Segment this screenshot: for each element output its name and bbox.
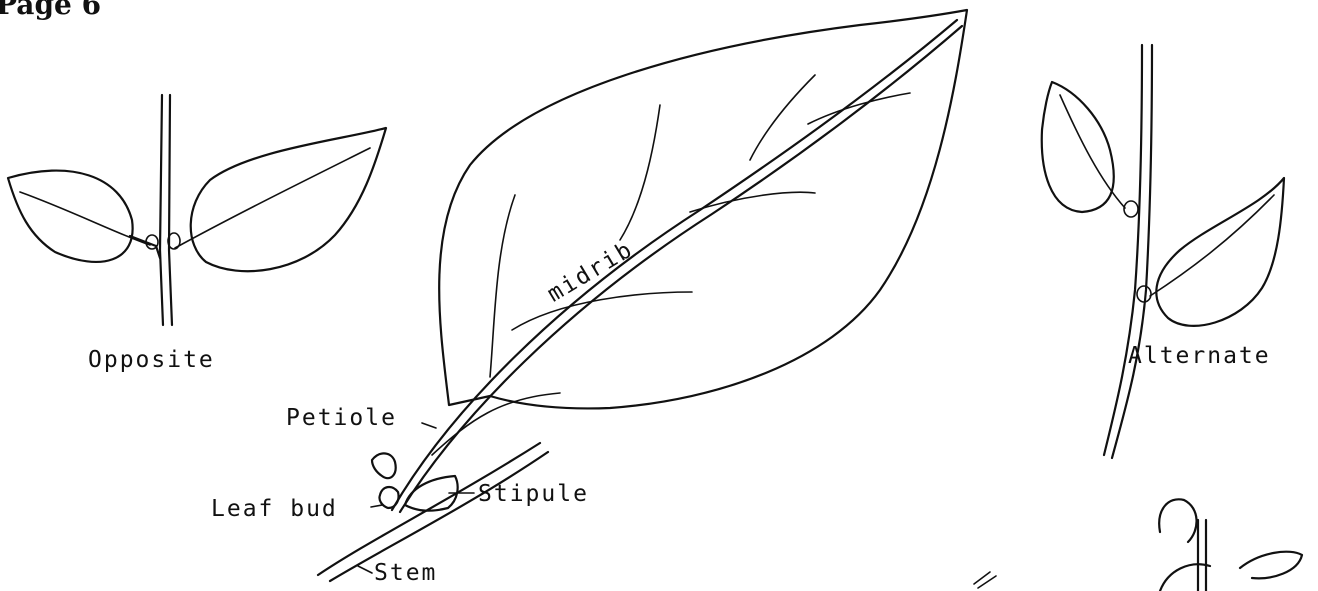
alternate-bud (1137, 286, 1151, 302)
opposite-right-leaf (191, 128, 386, 271)
petiole-leader (422, 423, 436, 428)
leaf-bud-leader (371, 505, 382, 507)
label-stipule: Stipule (478, 483, 589, 506)
opposite-stem (169, 95, 172, 325)
main-leaf-vein (512, 292, 692, 330)
main-leaf-vein (750, 75, 815, 160)
opposite-left-leaf (8, 171, 133, 262)
main-leaf-drawing (318, 10, 967, 581)
opposite-stem (160, 95, 163, 325)
partial-mark (974, 572, 996, 588)
alternate-arrangement-drawing (1042, 45, 1284, 458)
main-leaf-vein (620, 105, 660, 240)
main-leaf-midrib (392, 20, 957, 510)
alternate-upper-leaf-midrib (1060, 95, 1125, 208)
label-petiole: Petiole (286, 407, 397, 430)
opposite-arrangement-drawing (8, 95, 386, 325)
stem-leader (358, 566, 372, 573)
label-opposite: Opposite (88, 349, 215, 372)
label-stem: Stem (374, 562, 437, 585)
alternate-upper-leaf (1042, 82, 1114, 212)
main-leaf-vein (490, 195, 515, 377)
main-stem (330, 452, 548, 581)
partial-leaf (1159, 499, 1196, 542)
main-stem (318, 443, 540, 575)
label-alternate: Alternate (1128, 345, 1271, 368)
partial-leaf (1240, 552, 1302, 579)
opposite-right-leaf-midrib (175, 148, 370, 248)
alternate-stem (1104, 45, 1142, 455)
partial-plant-drawing (974, 499, 1302, 591)
partial-leaf (1160, 564, 1210, 591)
leaf-bud (372, 453, 396, 478)
alternate-bud (1124, 201, 1138, 217)
alternate-lower-leaf (1156, 178, 1284, 326)
label-leaf-bud: Leaf bud (211, 498, 338, 521)
alternate-lower-leaf-midrib (1150, 195, 1274, 296)
main-leaf-vein (690, 192, 815, 212)
